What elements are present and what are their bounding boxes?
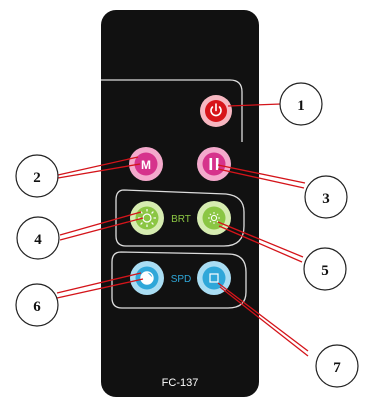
callout-label: 4 — [34, 232, 42, 248]
callout-3: 3 — [304, 175, 348, 219]
brightness-group-label: BRT — [171, 214, 191, 225]
callout-label: 5 — [321, 263, 329, 279]
remote-body — [101, 10, 259, 397]
pause-button[interactable] — [197, 147, 231, 181]
mode-button[interactable]: M — [129, 147, 163, 181]
callout-6: 6 — [15, 283, 59, 327]
callout-label: 3 — [322, 191, 330, 207]
speed-up-button[interactable] — [130, 261, 164, 295]
panel-outlines — [101, 79, 247, 309]
brightness-up-button[interactable] — [130, 201, 164, 235]
callout-1: 1 — [279, 82, 323, 126]
callout-label: 1 — [297, 98, 305, 114]
brightness-down-button[interactable] — [197, 201, 231, 235]
callout-5: 5 — [303, 247, 347, 291]
pause-icon — [209, 158, 219, 170]
speed-down-button[interactable] — [197, 261, 231, 295]
power-button[interactable] — [200, 95, 232, 127]
square-icon — [209, 273, 219, 283]
mode-glyph: M — [141, 158, 151, 172]
model-label: FC-137 — [162, 377, 199, 389]
callout-label: 2 — [33, 170, 41, 186]
callout-label: 6 — [33, 299, 41, 315]
power-icon — [210, 103, 222, 117]
callout-label: 7 — [333, 360, 341, 376]
callout-4: 4 — [16, 216, 60, 260]
speed-group-label: SPD — [171, 274, 192, 285]
callout-7: 7 — [315, 344, 359, 388]
callout-2: 2 — [15, 154, 59, 198]
leader-lines — [56, 103, 309, 357]
sun-small-icon — [208, 212, 220, 224]
clock-icon — [140, 271, 154, 285]
